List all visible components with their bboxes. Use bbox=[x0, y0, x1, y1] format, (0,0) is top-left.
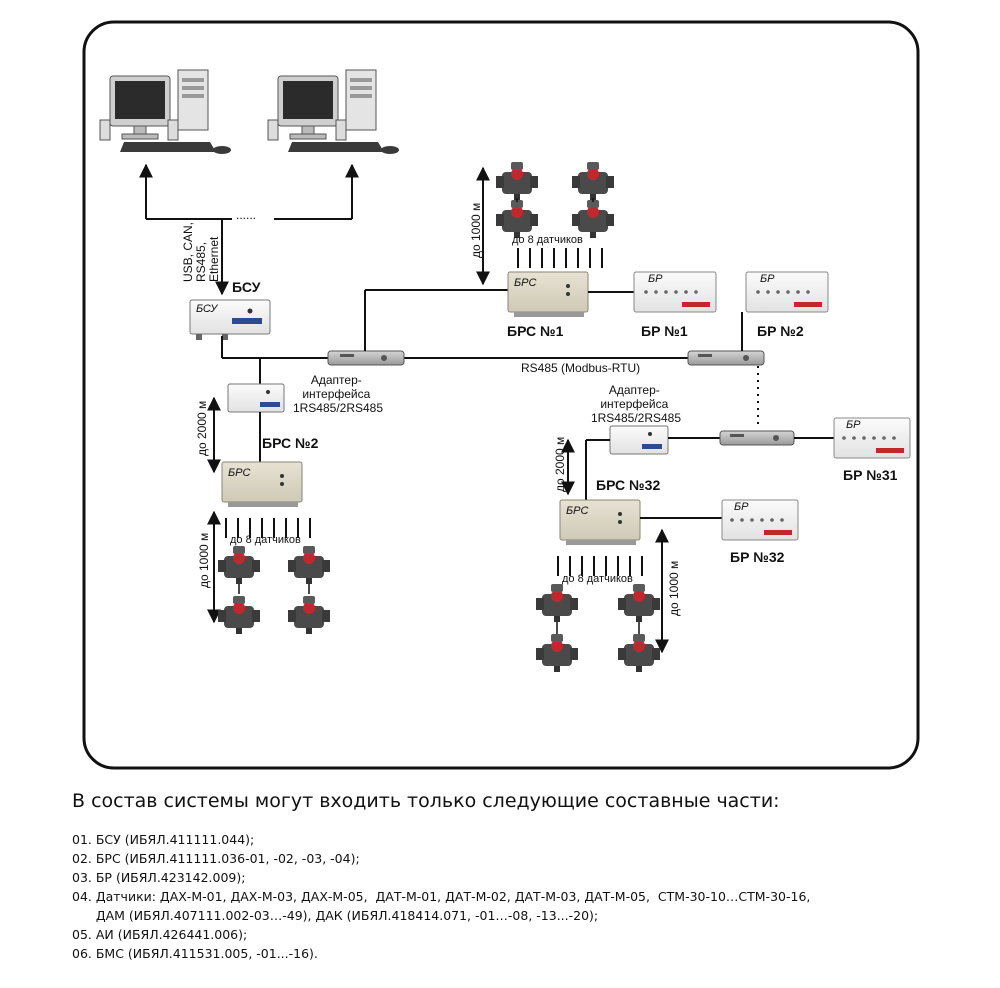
adapter-1-label-line-3: 1RS485/2RS485 bbox=[293, 401, 383, 415]
adapter-1-label-line-2: интерфейса bbox=[302, 387, 370, 401]
brs32-label: БРС №32 bbox=[596, 477, 660, 493]
brs1-sensor-2-icon bbox=[572, 162, 614, 200]
brs2-distance-2000-label: до 2000 м bbox=[195, 401, 209, 456]
br31-unit: БР bbox=[833, 417, 911, 459]
brs1-face-label: БРС bbox=[514, 277, 536, 289]
brs1-sensor-1-icon bbox=[496, 162, 538, 200]
brs2-sensor-1-icon bbox=[218, 546, 260, 584]
computer-2-icon bbox=[267, 69, 400, 155]
parts-list: 01. БСУ (ИБЯЛ.411111.044); 02. БРС (ИБЯЛ… bbox=[72, 830, 810, 963]
brs2-sensors-label: до 8 датчиков bbox=[230, 534, 301, 546]
parts-list-item: 01. БСУ (ИБЯЛ.411111.044); bbox=[72, 832, 255, 847]
adapter-2-unit bbox=[719, 430, 795, 446]
br1-face-label: БР bbox=[648, 273, 663, 285]
parts-list-item: 04. Датчики: ДАХ-М-01, ДАХ-М-03, ДАХ-М-0… bbox=[72, 889, 811, 904]
parts-list-item: 05. АИ (ИБЯЛ.426441.006); bbox=[72, 927, 248, 942]
brs2-distance-1000-label: до 1000 м bbox=[197, 533, 211, 588]
brs1-distance-label: до 1000 м bbox=[469, 203, 483, 258]
bsu-unit: БСУ bbox=[189, 299, 271, 340]
brs1-sensors-label: до 8 датчиков bbox=[512, 234, 583, 246]
br2-label: БР №2 bbox=[757, 323, 804, 339]
adapter-2-label-line-2: интерфейса bbox=[600, 397, 668, 411]
br2-face-label: БР bbox=[760, 273, 775, 285]
br31-face-label: БР bbox=[846, 419, 861, 431]
br1-label: БР №1 bbox=[641, 323, 688, 339]
brs1-sensor-3-icon bbox=[496, 200, 538, 238]
brs1-label: БРС №1 bbox=[507, 323, 564, 339]
brs32-face-label: БРС bbox=[566, 505, 588, 517]
brs1-sensor-4-icon bbox=[572, 200, 614, 238]
brs32-sensors-label: до 8 датчиков bbox=[562, 573, 633, 585]
parts-list-item: 02. БРС (ИБЯЛ.411111.036-01, -02, -03, -… bbox=[72, 851, 360, 866]
brs32-interface-unit bbox=[609, 425, 669, 455]
br32-label: БР №32 bbox=[730, 549, 785, 565]
br31-label: БР №31 bbox=[843, 467, 898, 483]
brs32-distance-2000-label: до 2000 м bbox=[553, 437, 567, 492]
adapter-2-label-line-1: Адаптер- bbox=[609, 383, 660, 397]
brs1-sensor-wires bbox=[517, 248, 603, 268]
system-diagram: ...... USB, CAN, RS485, Ethernet БСУ БСУ… bbox=[82, 20, 920, 770]
bus-device-right bbox=[687, 350, 765, 366]
brs32-sensor-2-icon bbox=[618, 584, 660, 622]
interfaces-label-line-1: USB, CAN, bbox=[181, 222, 195, 282]
bsu-label: БСУ bbox=[232, 279, 261, 295]
computer-link-dots: ...... bbox=[236, 208, 256, 222]
adapter-2-label-line-3: 1RS485/2RS485 bbox=[591, 411, 681, 425]
bus-label: RS485 (Modbus-RTU) bbox=[521, 361, 640, 375]
adapter-1-unit bbox=[327, 350, 405, 366]
brs2-interface-unit bbox=[227, 383, 285, 413]
brs32-distance-1000-label: до 1000 м bbox=[667, 561, 681, 616]
parts-list-item: 03. БР (ИБЯЛ.423142.009); bbox=[72, 870, 246, 885]
adapter-1-label-line-1: Адаптер- bbox=[311, 373, 362, 387]
brs2-sensor-3-icon bbox=[218, 596, 260, 634]
diagram-frame bbox=[82, 20, 920, 770]
interfaces-label: USB, CAN, RS485, Ethernet bbox=[181, 219, 221, 282]
interfaces-label-line-2: RS485, bbox=[194, 242, 208, 282]
brs32-sensor-3-icon bbox=[536, 634, 578, 672]
brs32-sensor-1-icon bbox=[536, 584, 578, 622]
computer-1-icon bbox=[99, 69, 232, 155]
brs2-label: БРС №2 bbox=[262, 435, 319, 451]
brs32-sensor-wires bbox=[557, 556, 643, 576]
adapter-2-label: Адаптер- интерфейса 1RS485/2RS485 bbox=[591, 383, 681, 425]
bsu-face-label: БСУ bbox=[196, 303, 218, 315]
br32-face-label: БР bbox=[734, 501, 749, 513]
adapter-1-label: Адаптер- интерфейса 1RS485/2RS485 bbox=[293, 373, 383, 415]
brs1-unit: БРС bbox=[507, 271, 589, 317]
br1-unit: БР bbox=[633, 271, 717, 313]
brs32-unit: БРС bbox=[559, 499, 641, 545]
composition-caption: В состав системы могут входить только сл… bbox=[72, 790, 780, 812]
parts-list-item: ДАМ (ИБЯЛ.407111.002-03…-49), ДАК (ИБЯЛ.… bbox=[72, 908, 599, 923]
parts-list-item: 06. БМС (ИБЯЛ.411531.005, -01...-16). bbox=[72, 946, 318, 961]
br2-unit: БР bbox=[745, 271, 829, 313]
interfaces-label-line-3: Ethernet bbox=[207, 236, 221, 282]
brs32-sensor-4-icon bbox=[618, 634, 660, 672]
brs2-sensor-4-icon bbox=[288, 596, 330, 634]
brs2-sensor-2-icon bbox=[288, 546, 330, 584]
brs2-sensor-wires bbox=[225, 518, 311, 538]
brs2-face-label: БРС bbox=[228, 467, 250, 479]
br32-unit: БР bbox=[721, 499, 799, 541]
brs2-unit: БРС bbox=[221, 461, 303, 507]
